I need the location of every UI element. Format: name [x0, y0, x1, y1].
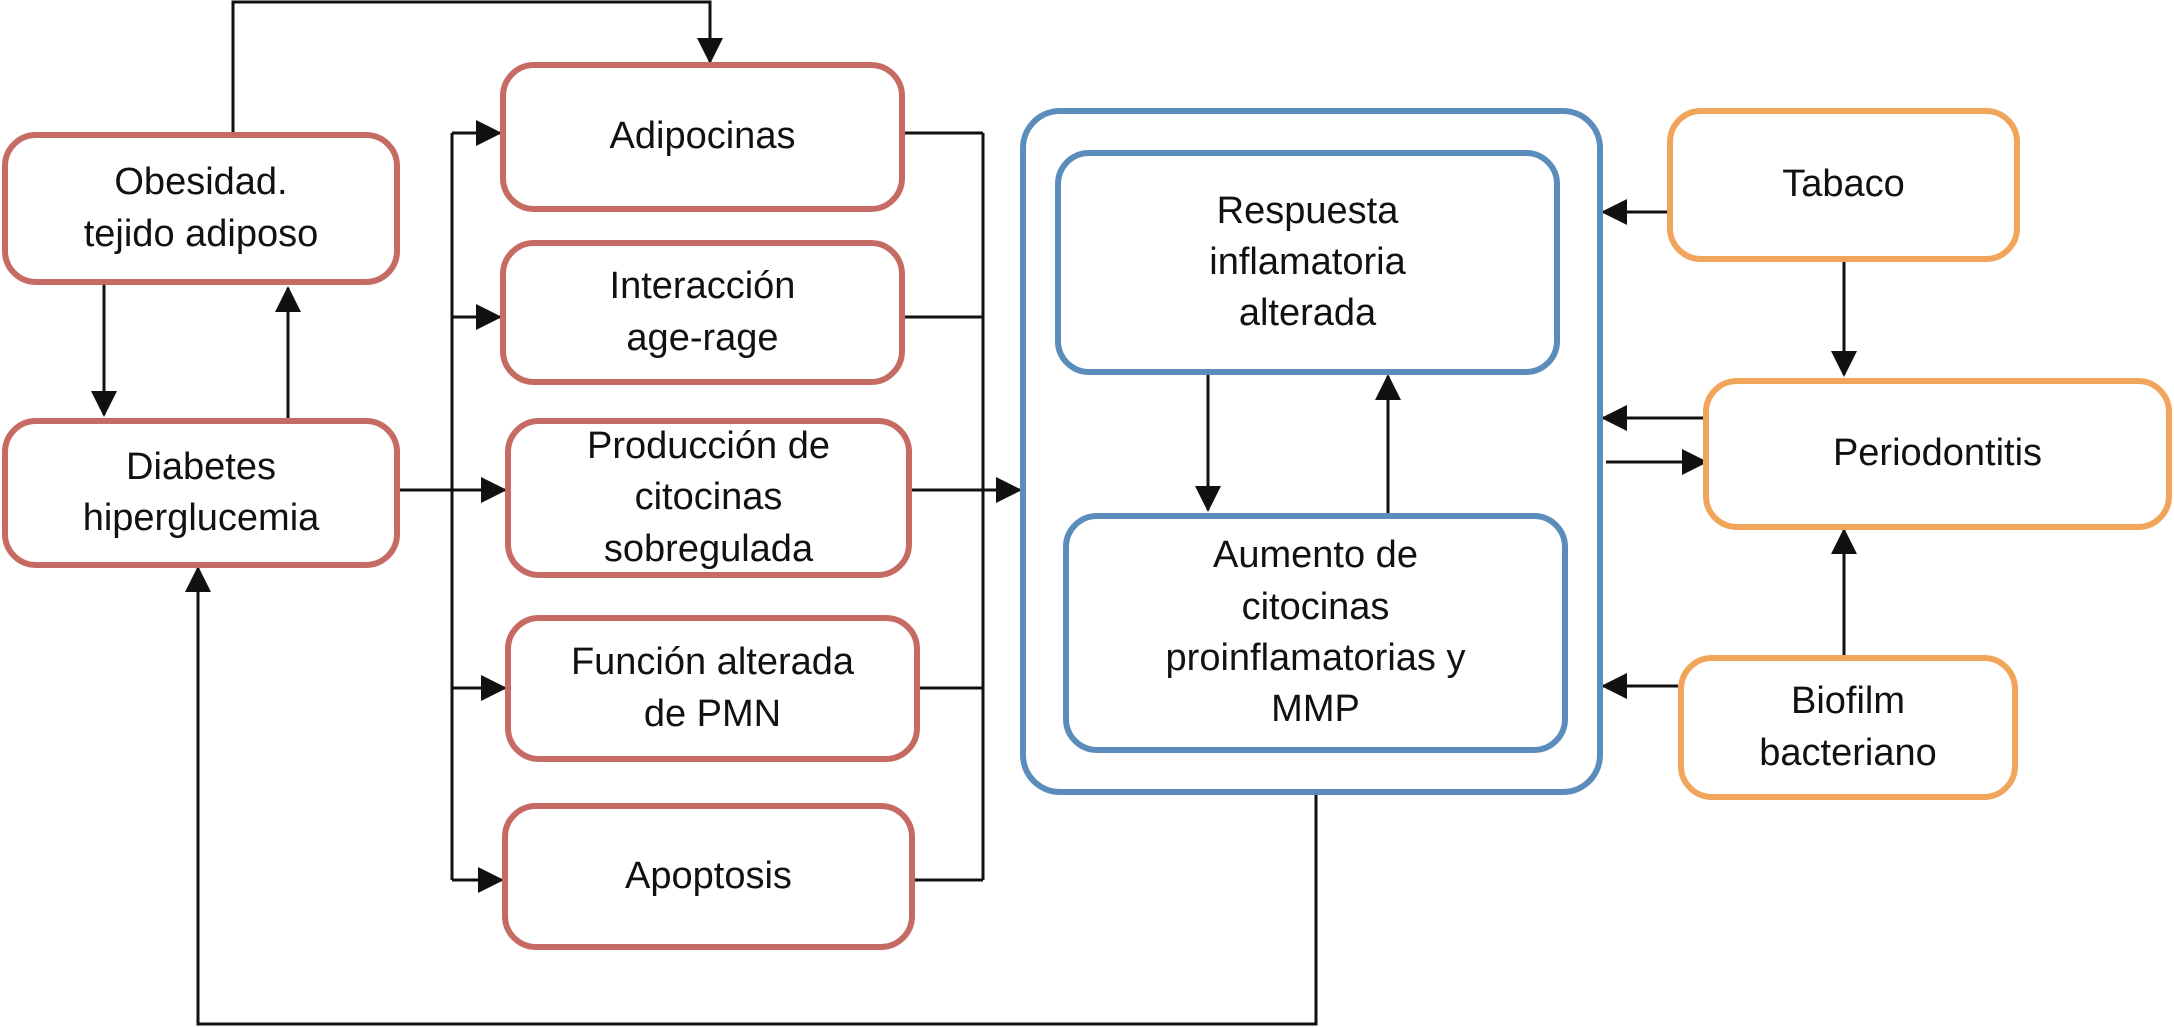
- node-periodontitis: Periodontitis: [1703, 378, 2172, 530]
- node-obesidad-label: Obesidad. tejido adiposo: [83, 161, 319, 255]
- node-interaccion: Interacción age-rage: [500, 240, 905, 385]
- arrow-container-to-diabetes: [185, 566, 1318, 1026]
- node-tabaco-label: Tabaco: [1782, 163, 1905, 206]
- node-adipocinas: Adipocinas: [500, 62, 905, 212]
- node-produccion: Producción de citocinas sobregulada: [505, 418, 912, 578]
- node-funcion-label: Función alterada de PMN: [570, 641, 855, 735]
- node-produccion-label: Producción de citocinas sobregulada: [587, 425, 830, 570]
- node-aumento: Aumento de citocinas proinflamatorias y …: [1063, 513, 1568, 753]
- node-respuesta: Respuesta inflamatoria alterada: [1055, 150, 1560, 375]
- node-diabetes-label: Diabetes hiperglucemia: [82, 445, 320, 539]
- node-funcion: Función alterada de PMN: [505, 615, 920, 762]
- node-diabetes: Diabetes hiperglucemia: [2, 418, 400, 568]
- node-respuesta-label: Respuesta inflamatoria alterada: [1209, 189, 1406, 335]
- node-interaccion-label: Interacción age-rage: [609, 265, 796, 359]
- node-biofilm-label: Biofilm bacteriano: [1759, 680, 1937, 774]
- arrow-obesidad-to-adipocinas: [231, 0, 723, 132]
- node-apoptosis-label: Apoptosis: [625, 854, 792, 897]
- node-tabaco: Tabaco: [1667, 108, 2020, 262]
- node-biofilm: Biofilm bacteriano: [1678, 655, 2018, 800]
- inflammation-container: [1020, 108, 1603, 795]
- node-adipocinas-label: Adipocinas: [609, 115, 796, 158]
- node-periodontitis-label: Periodontitis: [1832, 432, 2043, 475]
- node-aumento-label: Aumento de citocinas proinflamatorias y …: [1165, 534, 1466, 731]
- node-obesidad: Obesidad. tejido adiposo: [2, 132, 400, 285]
- node-apoptosis: Apoptosis: [502, 803, 915, 950]
